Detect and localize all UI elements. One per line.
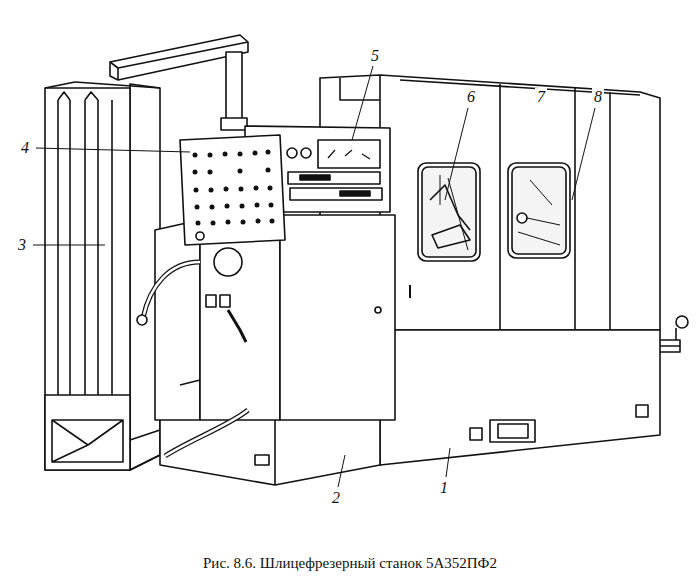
callout-number: 4 [19,139,31,157]
control-pendant [180,135,285,245]
machine-bed [380,330,660,465]
control-cabinet [155,215,395,420]
callout-number: 1 [438,479,450,497]
callout-number: 2 [330,489,342,507]
pendant-arm [110,35,248,130]
figure-caption: Рис. 8.6. Шлицефрезерный станок 5А352ПФ2 [203,555,497,572]
electrical-cabinet [45,82,160,470]
callout-number: 7 [535,88,547,106]
callout-number: 5 [369,47,381,65]
callout-number: 6 [465,88,477,106]
leader-lines [33,66,595,487]
callout-number: 3 [16,236,28,254]
callout-number: 8 [592,88,604,106]
